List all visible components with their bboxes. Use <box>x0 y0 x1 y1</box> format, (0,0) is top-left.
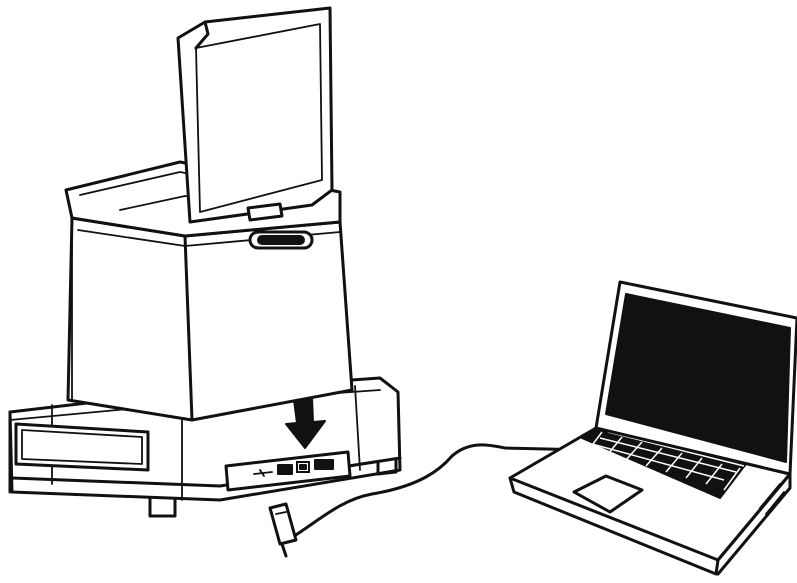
power-icon <box>315 460 333 469</box>
film-scanner <box>10 8 400 516</box>
hdmi-icon <box>297 462 309 472</box>
sd-card-icon <box>278 465 292 474</box>
laptop <box>510 282 797 574</box>
scanner-body <box>68 218 352 420</box>
usb-plug <box>270 504 296 556</box>
film-slot <box>16 424 148 470</box>
scanner-lid <box>178 8 332 222</box>
